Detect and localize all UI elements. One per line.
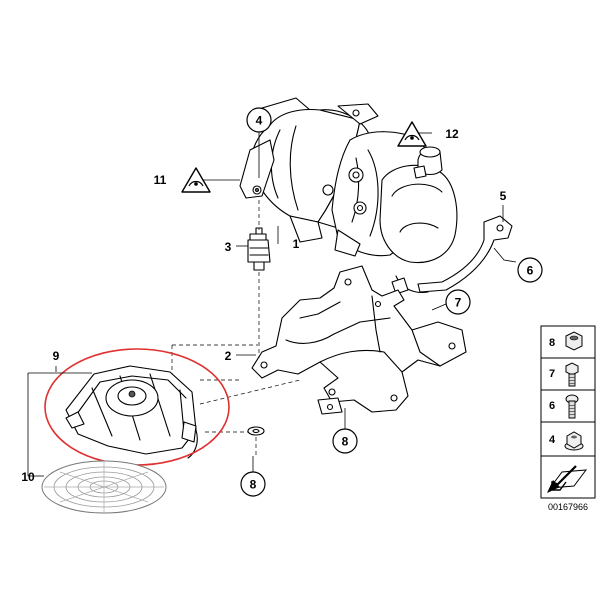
callout-5: 5 xyxy=(500,189,507,203)
hose-bracket xyxy=(391,215,513,295)
svg-text:7: 7 xyxy=(455,296,462,310)
svg-text:7: 7 xyxy=(549,368,555,380)
callout-4: 4 xyxy=(246,107,272,133)
callout-7: 7 xyxy=(445,289,471,315)
callout-8-lower-left: 8 xyxy=(240,471,266,497)
callout-10: 10 xyxy=(21,470,35,484)
callout-3: 3 xyxy=(225,240,232,254)
callout-1: 1 xyxy=(293,237,300,251)
svg-text:3: 3 xyxy=(225,240,232,254)
svg-text:6: 6 xyxy=(527,264,534,278)
callout-9: 9 xyxy=(53,349,60,363)
callout-8-lower-center: 8 xyxy=(332,428,358,454)
reference-number: 00167966 xyxy=(548,502,588,512)
svg-text:8: 8 xyxy=(549,337,555,349)
rubber-mount xyxy=(247,227,271,271)
warning-triangle-icon-11 xyxy=(181,167,211,193)
svg-text:8: 8 xyxy=(342,435,349,449)
hydraulic-pump-assembly xyxy=(239,97,458,264)
warning-triangle-icon-12 xyxy=(397,121,427,147)
side-panel-row-nut: 8 xyxy=(549,331,583,351)
svg-text:6: 6 xyxy=(549,400,555,412)
washer xyxy=(247,426,265,436)
callout-2-upper: 2 xyxy=(225,349,232,363)
svg-text:12: 12 xyxy=(445,127,459,141)
svg-text:4: 4 xyxy=(549,434,556,446)
callout-12: 12 xyxy=(445,127,459,141)
hardware-side-panel: 8 7 6 4 xyxy=(540,325,596,499)
side-panel-row-torx-bolt: 6 xyxy=(549,394,579,419)
leader-lines xyxy=(27,132,517,477)
direction-arrow-icon xyxy=(547,465,588,493)
svg-text:2: 2 xyxy=(225,349,232,363)
fan-guard xyxy=(41,460,167,514)
callout-6: 6 xyxy=(517,257,543,283)
svg-text:1: 1 xyxy=(293,237,300,251)
svg-text:4: 4 xyxy=(256,114,263,128)
side-panel-row-hex-bolt: 7 xyxy=(549,362,579,387)
svg-text:9: 9 xyxy=(53,349,60,363)
side-panel-row-flange-nut: 4 xyxy=(549,431,584,451)
svg-text:5: 5 xyxy=(500,189,507,203)
svg-text:10: 10 xyxy=(21,470,35,484)
callout-11: 11 xyxy=(154,173,167,187)
carrier-frame xyxy=(251,265,467,415)
svg-text:8: 8 xyxy=(250,478,257,492)
cooling-fan-assembly xyxy=(65,365,198,459)
svg-text:11: 11 xyxy=(154,173,167,187)
